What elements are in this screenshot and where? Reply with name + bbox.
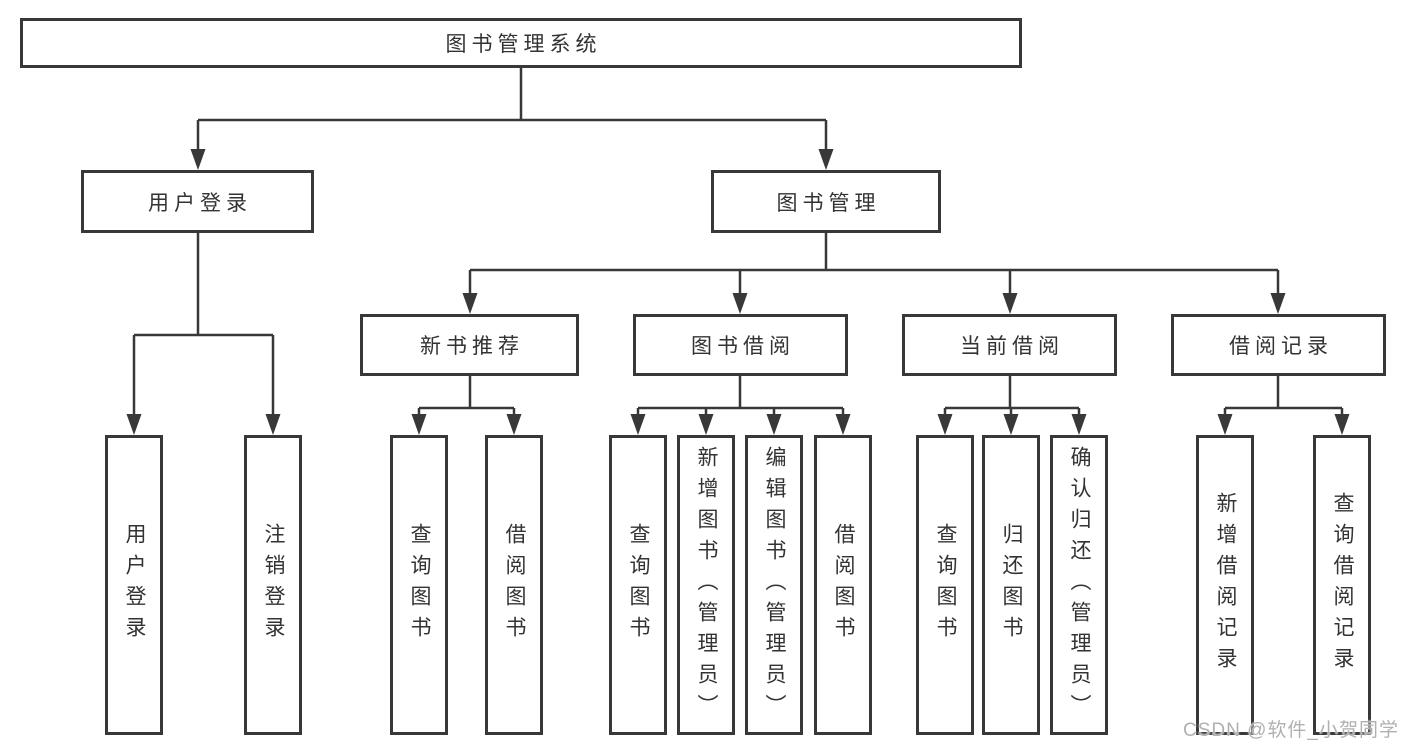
leaf-query-books: 查询图书 [916,435,974,735]
leaf-logout-label: 注销登录 [262,523,285,647]
leaf-query-books-label: 查询图书 [408,523,431,647]
leaf-add-book-admin-label: 新增图书（管理员） [695,445,718,725]
node-new-book-recommend-label: 新书推荐 [420,335,524,358]
leaf-logout: 注销登录 [244,435,302,735]
leaf-user-login-label: 用户登录 [123,523,146,647]
leaf-confirm-return-admin: 确认归还（管理员） [1050,435,1108,735]
leaf-borrow-books: 借阅图书 [485,435,543,735]
leaf-borrow-books-label: 借阅图书 [503,523,526,647]
node-current-borrow-label: 当前借阅 [960,335,1064,358]
leaf-query-borrow-record-label: 查询借阅记录 [1331,492,1354,678]
node-borrow-records: 借阅记录 [1171,314,1386,376]
node-book-borrow: 图书借阅 [633,314,848,376]
node-user-login: 用户登录 [81,170,314,233]
leaf-borrow-books: 借阅图书 [814,435,872,735]
leaf-query-books-label: 查询图书 [627,523,650,647]
leaf-add-book-admin: 新增图书（管理员） [677,435,735,735]
node-root: 图书管理系统 [20,18,1022,68]
node-root-label: 图书管理系统 [445,33,602,56]
leaf-add-borrow-record: 新增借阅记录 [1196,435,1254,735]
leaf-edit-book-admin: 编辑图书（管理员） [745,435,803,735]
csdn-watermark: CSDN @软件_小贺同学 [1183,720,1399,741]
leaf-user-login: 用户登录 [105,435,163,735]
node-user-login-label: 用户登录 [148,191,252,215]
node-book-borrow-label: 图书借阅 [691,335,795,358]
leaf-borrow-books-label: 借阅图书 [832,523,855,647]
node-current-borrow: 当前借阅 [902,314,1117,376]
node-book-management: 图书管理 [711,170,941,233]
leaf-query-books: 查询图书 [609,435,667,735]
leaf-query-books: 查询图书 [390,435,448,735]
node-borrow-records-label: 借阅记录 [1229,335,1333,358]
node-new-book-recommend: 新书推荐 [360,314,579,376]
leaf-return-book: 归还图书 [982,435,1040,735]
connector-lines-path [132,68,1344,417]
leaf-edit-book-admin-label: 编辑图书（管理员） [763,445,786,725]
leaf-query-books-label: 查询图书 [934,523,957,647]
leaf-confirm-return-admin-label: 确认归还（管理员） [1068,445,1091,725]
leaf-query-borrow-record: 查询借阅记录 [1313,435,1371,735]
leaf-add-borrow-record-label: 新增借阅记录 [1214,492,1237,678]
leaf-return-book-label: 归还图书 [1000,523,1023,647]
node-book-management-label: 图书管理 [776,191,881,215]
